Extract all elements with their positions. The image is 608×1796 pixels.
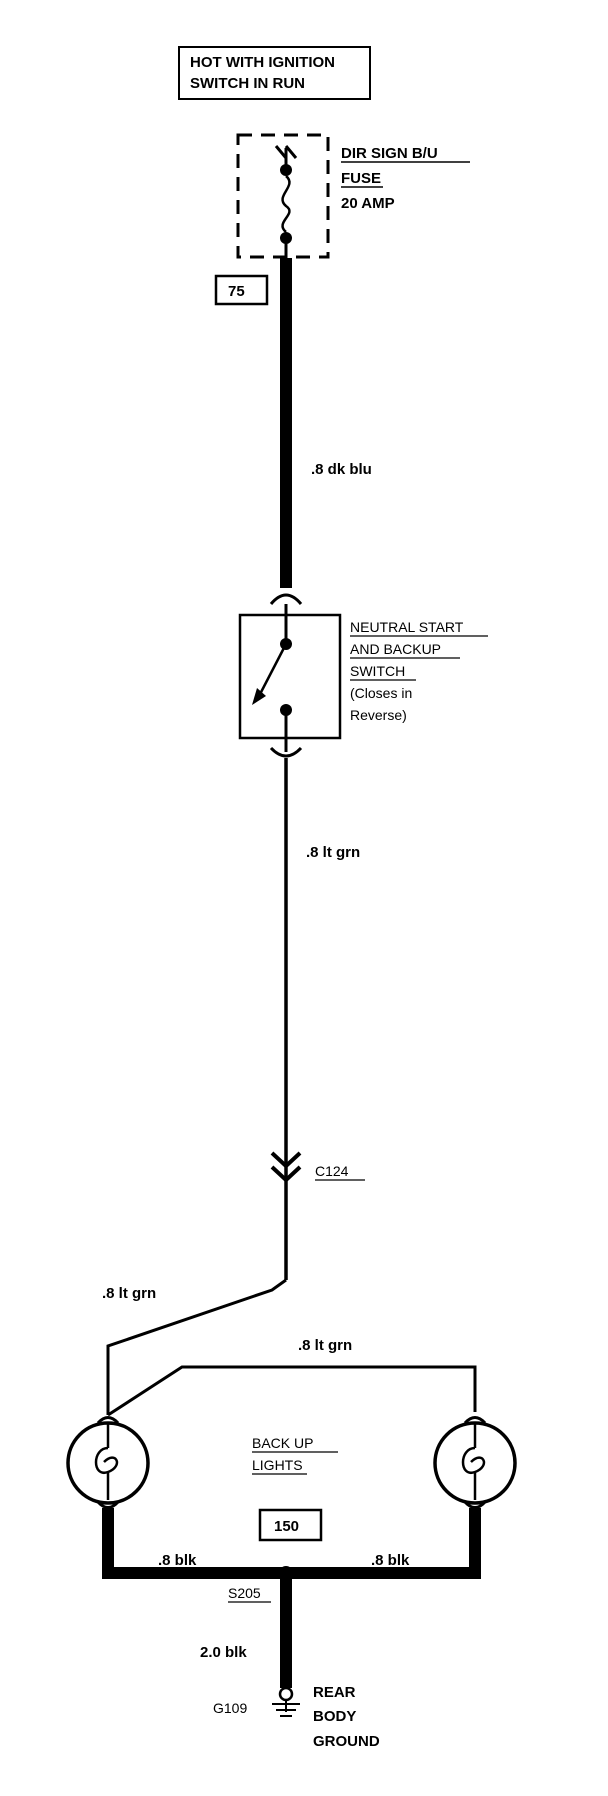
header-box: HOT WITH IGNITION SWITCH IN RUN	[178, 46, 371, 100]
lights-label-line-1: BACK UP	[252, 1435, 313, 1451]
wire-label-lt-grn-cross: .8 lt grn	[298, 1337, 352, 1354]
right-backup-light-icon	[433, 1416, 517, 1509]
switch-note-line-2: Reverse)	[350, 707, 407, 723]
wire-label-dk-blu: .8 dk blu	[311, 461, 372, 478]
header-line-1: HOT WITH IGNITION	[190, 54, 335, 71]
lights-label-line-2: LIGHTS	[252, 1457, 303, 1473]
wire-lt-grn-lower	[106, 1278, 477, 1417]
connector-label: C124	[315, 1163, 349, 1179]
switch-note-line-1: (Closes in	[350, 685, 412, 701]
left-backup-light-icon	[66, 1416, 150, 1509]
ground-label-line-3: GROUND	[313, 1733, 380, 1750]
wire-label-blk-left: .8 blk	[158, 1552, 197, 1569]
fuse-rating: 20 AMP	[341, 195, 395, 212]
fuse	[236, 133, 330, 262]
ground-label-line-1: REAR	[313, 1684, 356, 1701]
circuit-number-lower: 150	[274, 1518, 299, 1535]
switch-name-line-1: NEUTRAL START	[350, 619, 464, 635]
wire-label-blk-right: .8 blk	[371, 1552, 410, 1569]
fuse-name-line-2: FUSE	[341, 170, 381, 187]
splice-label: S205	[228, 1585, 261, 1601]
fuse-name-line-1: DIR SIGN B/U	[341, 145, 438, 162]
switch-name-line-3: SWITCH	[350, 663, 405, 679]
circuit-150-box: 150	[258, 1508, 323, 1542]
wire-label-blk-main: 2.0 blk	[200, 1644, 247, 1661]
connector-c124	[270, 1151, 302, 1183]
wire-blk	[102, 1508, 481, 1688]
ground-id: G109	[213, 1700, 247, 1716]
wire-label-lt-grn-left: .8 lt grn	[102, 1285, 156, 1302]
switch-name-line-2: AND BACKUP	[350, 641, 441, 657]
circuit-75-box: 75	[214, 274, 269, 306]
header-line-2: SWITCH IN RUN	[190, 75, 305, 92]
ground-icon	[272, 1686, 300, 1717]
ground-label-line-2: BODY	[313, 1708, 356, 1725]
neutral-start-switch	[238, 604, 342, 752]
circuit-number-upper: 75	[228, 283, 245, 300]
wire-label-lt-grn-middle: .8 lt grn	[306, 844, 360, 861]
